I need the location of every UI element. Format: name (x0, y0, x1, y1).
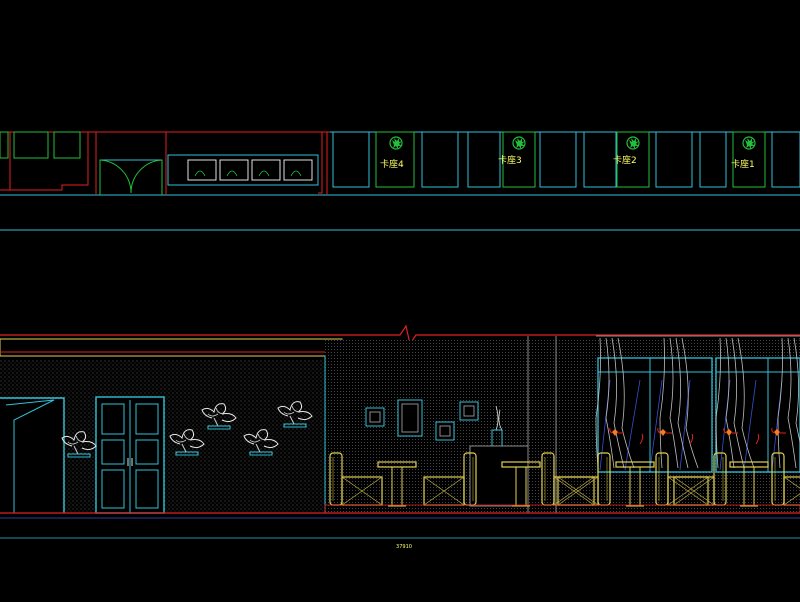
booth-label-1: 卡座1 (731, 158, 755, 170)
booth-label-4: 卡座4 (380, 158, 404, 170)
dimension-line: 37910 (0, 537, 800, 550)
plant-symbol-icon (389, 136, 403, 150)
picture-frame-icon (365, 399, 479, 441)
plant-symbol-icon (512, 136, 526, 150)
planter-boxes (187, 159, 313, 181)
dimension-label: 37910 (396, 544, 412, 550)
booth-label-2: 卡座2 (613, 154, 637, 166)
booth-tables-plan (375, 131, 766, 188)
window-right (715, 357, 800, 473)
double-door-icon (95, 396, 165, 514)
plant-symbol-icon (626, 136, 640, 150)
elevation-view: 37910 (0, 324, 800, 550)
plant-symbol-icon (742, 136, 756, 150)
entrance-door-plan (95, 132, 163, 195)
plan-view: 卡座4 卡座3 卡座2 卡座1 (0, 131, 800, 231)
booth-plan-grid (332, 131, 727, 188)
booth-label-3: 卡座3 (498, 154, 522, 166)
